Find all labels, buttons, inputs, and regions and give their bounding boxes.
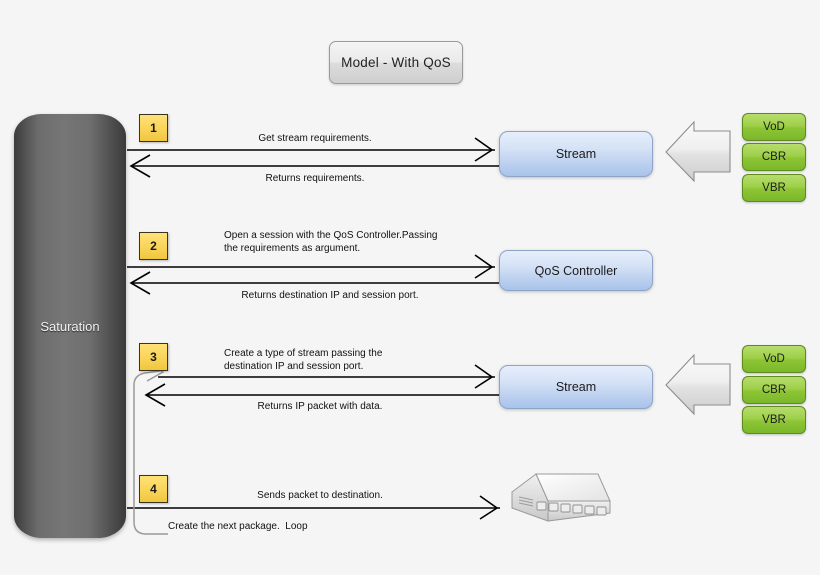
step-badge-4[interactable]: 4	[139, 475, 168, 503]
source-box-vod-top-label: VoD	[763, 121, 785, 133]
step-4-request-label: Sends packet to destination.	[257, 490, 383, 501]
step-3-response-arrow	[144, 383, 499, 407]
step-badge-2-label: 2	[150, 239, 157, 253]
loop-label: Create the next package. Loop	[168, 521, 308, 532]
step-3-response-label: Returns IP packet with data.	[257, 401, 383, 412]
step-1-request-label: Get stream requirements.	[258, 133, 372, 144]
step-2-request-arrow	[127, 254, 495, 279]
source-box-vod-bottom[interactable]: VoD	[742, 345, 806, 373]
step-2-request-label: Open a session with the QoS Controller.P…	[224, 230, 438, 254]
node-stream-bottom-label: Stream	[555, 380, 597, 394]
node-stream-top[interactable]: Stream	[499, 131, 653, 177]
step-4-request-arrow	[127, 495, 500, 520]
saturation-label: Saturation	[40, 318, 100, 334]
step-badge-2[interactable]: 2	[139, 232, 168, 260]
node-stream-bottom[interactable]: Stream	[499, 365, 653, 409]
source-box-cbr-bottom[interactable]: CBR	[742, 376, 806, 404]
step-badge-3-label: 3	[150, 350, 157, 364]
step-3-request-arrow	[158, 364, 495, 389]
network-switch-icon	[511, 473, 611, 522]
source-box-cbr-bottom-label: CBR	[761, 384, 787, 396]
source-box-cbr-top[interactable]: CBR	[742, 143, 806, 171]
source-box-vbr-bottom-label: VBR	[762, 414, 786, 426]
step-1-response-label: Returns requirements.	[265, 173, 365, 184]
step-badge-4-label: 4	[150, 482, 157, 496]
step-1-response-arrow	[129, 154, 499, 178]
left-block-arrow-icon-top	[665, 120, 731, 183]
node-stream-top-label: Stream	[555, 147, 597, 161]
page-title: Model - With QoS	[329, 41, 463, 84]
node-qos-controller-label: QoS Controller	[534, 263, 618, 278]
step-3-request-label: Create a type of stream passing the dest…	[224, 348, 383, 372]
source-box-vod-bottom-label: VoD	[763, 353, 785, 365]
step-1-request-arrow	[127, 137, 495, 162]
left-block-arrow-icon-bottom	[665, 353, 731, 416]
source-box-cbr-top-label: CBR	[761, 151, 787, 163]
source-box-vod-top[interactable]: VoD	[742, 113, 806, 141]
page-title-label: Model - With QoS	[341, 55, 451, 70]
step-badge-1-label: 1	[150, 121, 157, 135]
source-box-vbr-top-label: VBR	[762, 182, 786, 194]
step-badge-3[interactable]: 3	[139, 343, 168, 371]
source-box-vbr-top[interactable]: VBR	[742, 174, 806, 202]
step-2-response-arrow	[129, 271, 499, 295]
step-2-response-label: Returns destination IP and session port.	[241, 290, 419, 301]
saturation-lifeline: Saturation	[14, 114, 126, 538]
node-qos-controller[interactable]: QoS Controller	[499, 250, 653, 291]
step-badge-1[interactable]: 1	[139, 114, 168, 142]
source-box-vbr-bottom[interactable]: VBR	[742, 406, 806, 434]
